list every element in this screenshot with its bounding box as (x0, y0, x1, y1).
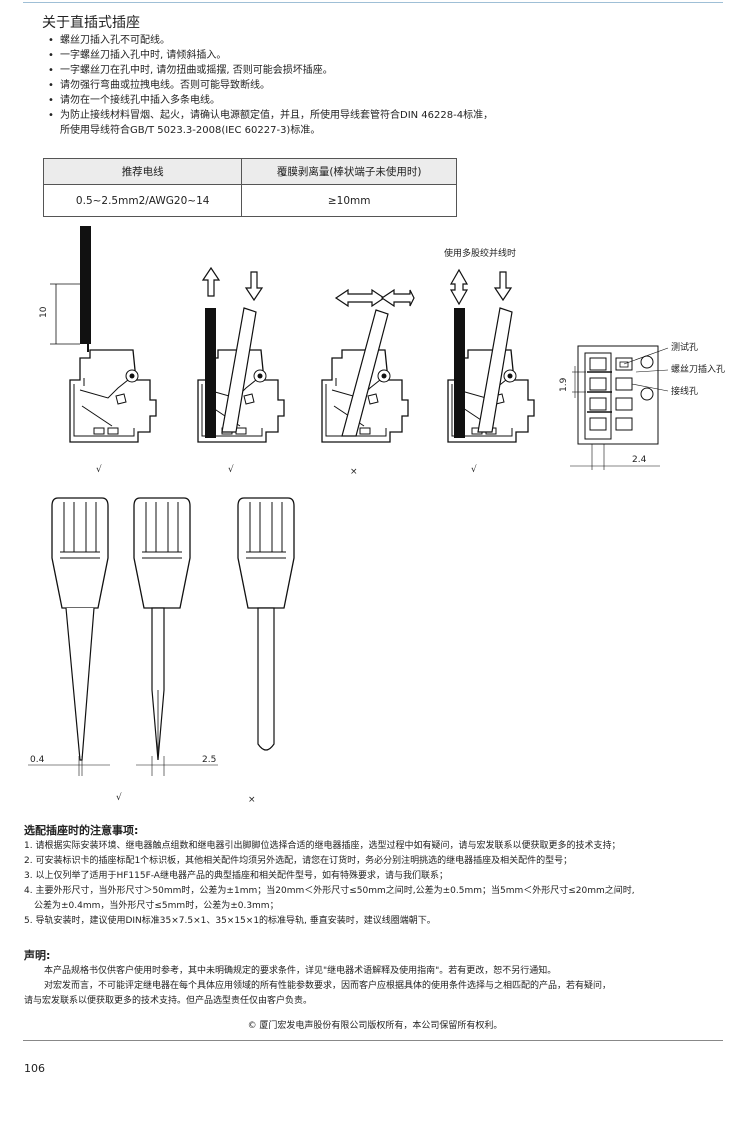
precaution-item: 为防止接线材料冒烟、起火，请确认电源额定值，并且，所使用导线套管符合DIN 46… (48, 108, 493, 123)
wire (205, 308, 216, 438)
precaution-item-continued: 所使用导线符合GB/T 5023.3-2008(IEC 60227-3)标准。 (60, 125, 321, 136)
screwdriver-side-view (51, 497, 109, 761)
mark-ok: √ (471, 464, 477, 475)
bottom-rule (23, 1040, 723, 1041)
dim-tip-width: 2.5 (202, 755, 216, 765)
label-wire-hole: 接线孔 (671, 385, 698, 397)
section-title: 关于直插式插座 (42, 15, 140, 31)
arrow-down-icon (245, 271, 263, 301)
note-item: 公差为±0.4mm，当外形尺寸≤5mm时，公差为±0.3mm； (34, 901, 279, 911)
declaration-paragraph: 本产品规格书仅供客户使用时参考，其中未明确规定的要求条件，详见"继电器术语解释及… (44, 966, 557, 976)
label-screwdriver-hole: 螺丝刀插入孔 (671, 363, 725, 375)
copyright: © 厦门宏发电声股份有限公司版权所有，本公司保留所有权利。 (247, 1021, 503, 1031)
dim-strip-length: 10 (39, 306, 49, 318)
wire (454, 308, 465, 438)
arrow-updown-icon (449, 268, 469, 306)
note-item: 5. 导轨安装时，建议使用DIN标准35×7.5×1、35×15×1的标准导轨,… (24, 916, 436, 926)
socket-top-view (577, 345, 659, 445)
page-number: 106 (24, 1062, 45, 1075)
precaution-item: 请勿强行弯曲或拉拽电线。否则可能导致断线。 (48, 78, 493, 93)
declaration-title: 声明: (24, 949, 51, 962)
multi-strand-label: 使用多股绞并线时 (444, 247, 516, 259)
socket-diagram-1 (69, 349, 157, 443)
arrow-right-icon (380, 288, 415, 308)
screwdriver-front-view (133, 497, 191, 761)
precaution-item: 一字螺丝刀插入孔中时, 请倾斜插入。 (48, 48, 493, 63)
header-strip-length: 覆膜剥离量(棒状端子未使用时) (241, 158, 457, 185)
precautions-list: 螺丝刀插入孔不可配线。 一字螺丝刀插入孔中时, 请倾斜插入。 一字螺丝刀在孔中时… (48, 33, 493, 138)
note-item: 4. 主要外形尺寸，当外形尺寸＞50mm时，公差为±1mm；当20mm＜外形尺寸… (24, 886, 635, 896)
declaration-paragraph: 请与宏发联系以便获取更多的技术支持。但产品选型责任仅由客户负责。 (24, 996, 313, 1006)
precaution-item: 一字螺丝刀在孔中时, 请勿扭曲或摇摆, 否则可能会损坏插座。 (48, 63, 493, 78)
wire-spec-table: 推荐电线 覆膜剥离量(棒状端子未使用时) 0.5~2.5mm2/AWG20~14… (42, 158, 457, 217)
note-item: 2. 可安装标识卡的插座标配1个标识板，其他相关配件均须另外选配，请您在订货时，… (24, 856, 573, 866)
declaration-paragraph: 对宏发而言，不可能评定继电器在每个具体应用领域的所有性能参数要求，因而客户应根据… (44, 981, 612, 991)
cell-wire-size: 0.5~2.5mm2/AWG20~14 (42, 184, 243, 217)
screwdriver-blade (477, 307, 513, 433)
precaution-item: 螺丝刀插入孔不可配线。 (48, 33, 493, 48)
notes-list: 1. 请根据实际安装环境、继电器触点组数和继电器引出脚脚位选择合适的继电器插座，… (24, 839, 729, 929)
dim-tip-thickness: 0.4 (30, 755, 45, 765)
mark-ok: √ (96, 464, 102, 475)
mark-ng: × (248, 795, 256, 805)
notes-title: 选配插座时的注意事项: (24, 824, 139, 837)
arrow-down-icon (494, 271, 512, 301)
note-item: 3. 以上仅列举了适用于HF115F-A继电器产品的典型插座和相关配件型号，如有… (24, 871, 448, 881)
arrow-up-icon (202, 267, 220, 297)
screwdriver-wrong (237, 497, 295, 751)
mark-ng: × (350, 467, 358, 477)
declaration-body: 本产品规格书仅供客户使用时参考，其中未明确规定的要求条件，详见"继电器术语解释及… (24, 964, 729, 1009)
wiring-figures: 10 使用多股绞并线时 √ √ × √ 测试孔 螺丝刀插入孔 接线孔 (28, 226, 725, 805)
precaution-item: 请勿在一个接线孔中插入多条电线。 (48, 93, 493, 108)
dim-pitch-vertical: 1.9 (559, 377, 569, 392)
label-test-hole: 测试孔 (671, 341, 698, 353)
cell-strip-length: ≥10mm (241, 184, 457, 217)
screwdriver-blade (341, 309, 389, 437)
mark-ok: √ (116, 792, 122, 803)
note-item: 1. 请根据实际安装环境、继电器触点组数和继电器引出脚脚位选择合适的继电器插座，… (24, 841, 621, 851)
dim-pitch-horizontal: 2.4 (632, 455, 647, 465)
mark-ok: √ (228, 464, 234, 475)
top-rule (23, 2, 723, 3)
arrow-left-icon (334, 288, 386, 308)
screwdriver-blade (221, 307, 257, 433)
wire-insulation (80, 226, 91, 344)
